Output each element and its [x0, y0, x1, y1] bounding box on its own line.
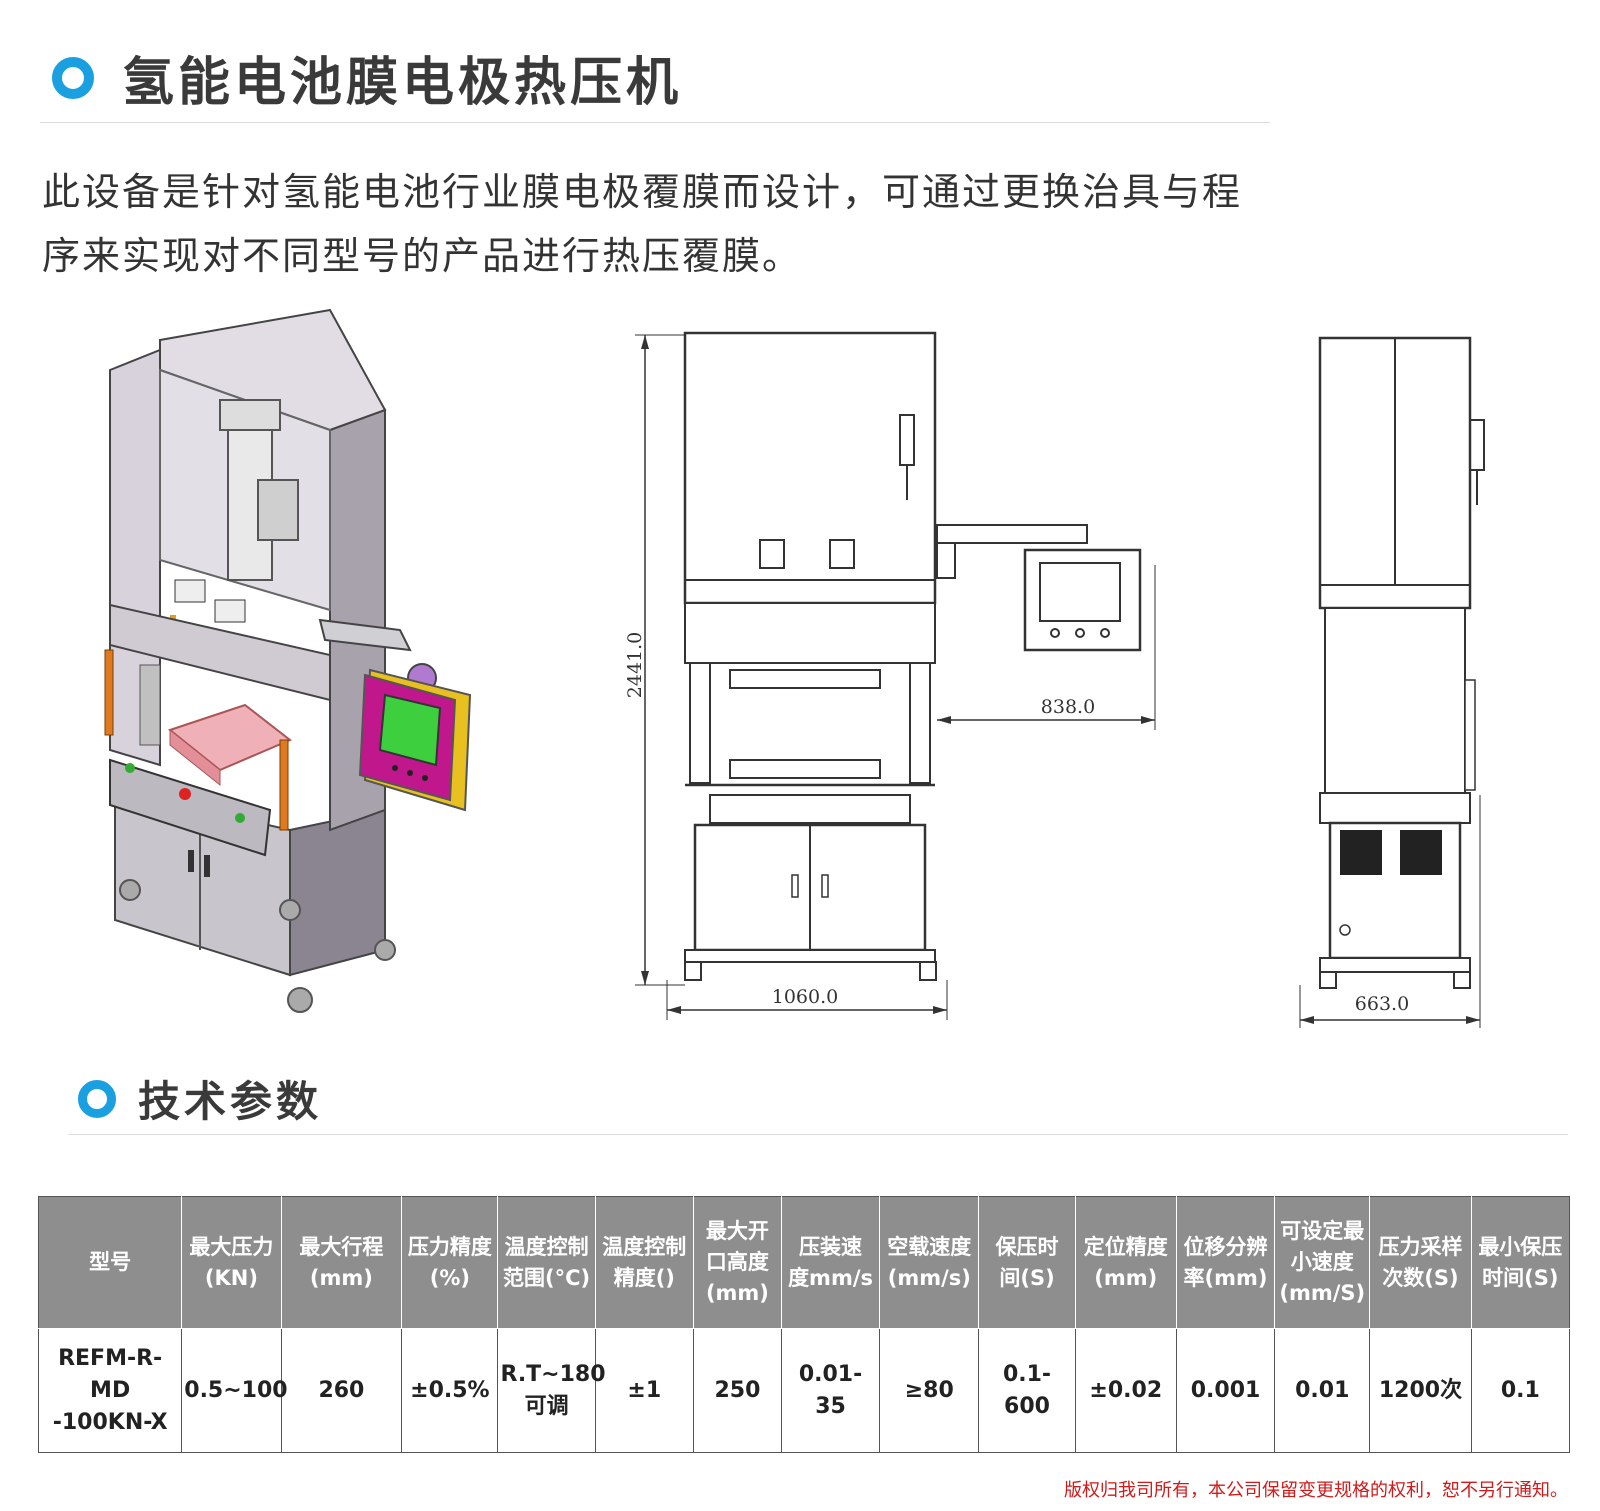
cell-temp-accuracy: ±1	[594, 1328, 694, 1453]
cell-hold-time: 0.1-600	[978, 1328, 1076, 1453]
col-header-temp-range: 温度控制 范围(°C)	[497, 1196, 596, 1329]
col-header-sampling-count: 压力采样 次数(S)	[1369, 1196, 1472, 1329]
section-divider	[68, 1134, 1568, 1135]
cell-sampling-count: 1200次	[1369, 1328, 1472, 1453]
spec-table-header: 型号 最大压力 (KN) 最大行程 (mm) 压力精度 (%) 温度控制 范围(…	[37, 1196, 1571, 1329]
product-title-heading: 氢能电池膜电极热压机	[52, 40, 682, 115]
cell-max-stroke: 260	[280, 1328, 403, 1453]
col-header-idle-speed: 空载速度 (mm/s)	[879, 1196, 980, 1329]
col-header-hold-time: 保压时 间(S)	[978, 1196, 1076, 1329]
col-header-pressure-accuracy: 压力精度 (%)	[401, 1196, 499, 1329]
tech-params-heading: 技术参数	[78, 1068, 322, 1129]
cell-displacement-resolution: 0.001	[1175, 1328, 1276, 1453]
machine-3d-illustration	[104, 308, 472, 1013]
circle-bullet-icon	[52, 56, 94, 99]
col-header-position-accuracy: 定位精度 (mm)	[1074, 1196, 1177, 1329]
arm-reach-dimension-label: 838.0	[1041, 696, 1095, 718]
col-header-temp-accuracy: 温度控制 精度()	[594, 1196, 694, 1329]
cell-min-hold-time: 0.1	[1470, 1328, 1571, 1453]
product-title: 氢能电池膜电极热压机	[122, 53, 683, 113]
col-header-displacement-resolution: 位移分辨 率(mm)	[1175, 1196, 1276, 1329]
cell-press-speed: 0.01-35	[780, 1328, 881, 1453]
cell-model: REFM-R-MD -100KN-X	[37, 1328, 183, 1453]
copyright-notice: 版权归我司所有，本公司保留变更规格的权利，恕不另行通知。	[1064, 1480, 1568, 1501]
col-header-max-stroke: 最大行程 (mm)	[280, 1196, 403, 1329]
depth-dimension-label: 663.0	[1355, 993, 1409, 1015]
col-header-max-pressure: 最大压力 (KN)	[181, 1196, 282, 1329]
width-dimension-label: 1060.0	[772, 986, 838, 1008]
table-row: REFM-R-MD -100KN-X 0.5~100 260 ±0.5% R.T…	[37, 1328, 1571, 1453]
circle-bullet-icon	[78, 1079, 116, 1118]
col-header-min-hold-time: 最小保压 时间(S)	[1470, 1196, 1571, 1329]
cell-max-opening: 250	[692, 1328, 782, 1453]
cell-temp-range: R.T~180 可调	[497, 1328, 606, 1453]
col-header-min-speed: 可设定最 小速度 (mm/S)	[1274, 1196, 1371, 1329]
height-dimension-label: 2441.0	[624, 632, 646, 698]
col-header-max-opening: 最大开 口高度 (mm)	[692, 1196, 782, 1329]
front-view-drawing: 2441.0 838.0 1060.0	[624, 331, 1156, 1020]
title-divider	[40, 122, 1270, 123]
spec-table: 型号 最大压力 (KN) 最大行程 (mm) 压力精度 (%) 温度控制 范围(…	[37, 1196, 1571, 1453]
side-view-drawing: 663.0	[1299, 336, 1485, 1028]
tech-params-title: 技术参数	[138, 1077, 323, 1126]
col-header-model: 型号	[37, 1196, 183, 1329]
product-description: 此设备是针对氢能电池行业膜电极覆膜而设计，可通过更换治具与程序来实现对不同型号的…	[42, 170, 1243, 278]
cell-idle-speed: ≥80	[879, 1328, 980, 1453]
cell-max-pressure: 0.5~100	[181, 1328, 288, 1453]
cell-position-accuracy: ±0.02	[1074, 1328, 1177, 1453]
cell-pressure-accuracy: ±0.5%	[401, 1328, 499, 1453]
col-header-press-speed: 压装速 度mm/s	[780, 1196, 881, 1329]
cell-min-speed: 0.01	[1274, 1328, 1371, 1453]
